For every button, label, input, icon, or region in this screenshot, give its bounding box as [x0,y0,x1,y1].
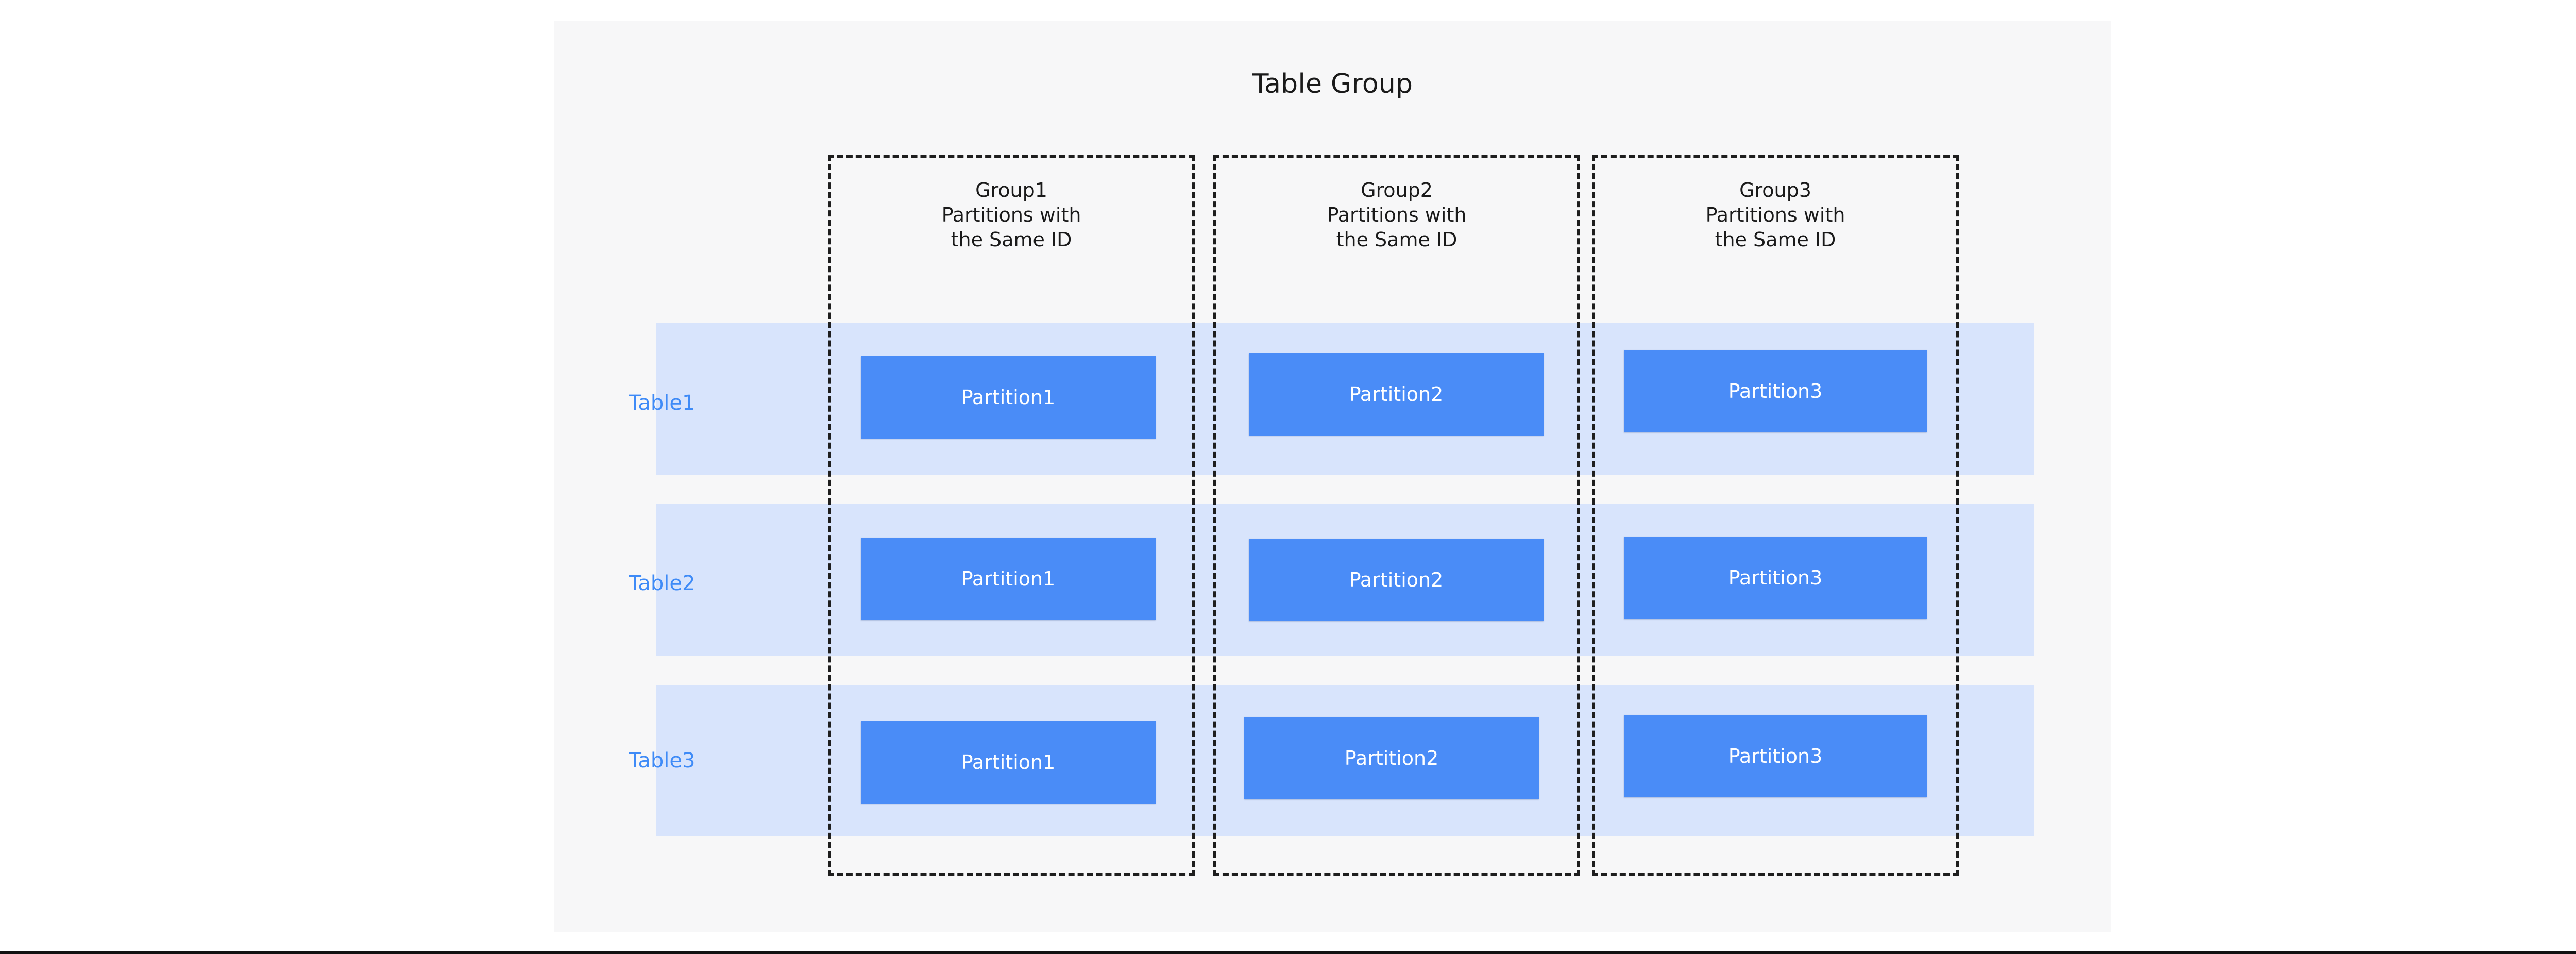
table-group-panel: Table Group Table1 Table2 Table3 Group1 … [554,21,2111,932]
group-boundary-2: Group2 Partitions with the Same ID [1213,155,1580,876]
partition-chip: Partition2 [1244,717,1539,799]
partition-chip: Partition2 [1249,539,1544,621]
group-name: Group3 [1739,179,1811,202]
table-row-label: Table2 [629,572,696,595]
group-name: Group1 [975,179,1047,202]
group-boundary-1: Group1 Partitions with the Same ID [828,155,1195,876]
partition-chip: Partition3 [1624,350,1927,432]
group-caption-line-1: Partitions with [941,203,1081,226]
group-title-3: Group3 Partitions with the Same ID [1595,178,1956,253]
partition-chip: Partition3 [1624,715,1927,797]
group-boundary-3: Group3 Partitions with the Same ID [1592,155,1959,876]
table-row-label: Table1 [629,391,696,415]
partition-chip: Partition1 [861,356,1156,439]
group-title-2: Group2 Partitions with the Same ID [1216,178,1577,253]
group-name: Group2 [1361,179,1433,202]
table-row-label: Table3 [629,749,696,773]
partition-chip: Partition1 [861,721,1156,804]
partition-chip: Partition3 [1624,537,1927,619]
group-caption-line-2: the Same ID [951,228,1072,251]
group-title-1: Group1 Partitions with the Same ID [831,178,1192,253]
group-caption-line-1: Partitions with [1327,203,1467,226]
page-title: Table Group [1252,69,1413,99]
bottom-divider [0,951,2576,954]
group-caption-line-2: the Same ID [1715,228,1836,251]
group-caption-line-2: the Same ID [1336,228,1458,251]
partition-chip: Partition1 [861,538,1156,620]
group-caption-line-1: Partitions with [1705,203,1845,226]
partition-chip: Partition2 [1249,353,1544,436]
